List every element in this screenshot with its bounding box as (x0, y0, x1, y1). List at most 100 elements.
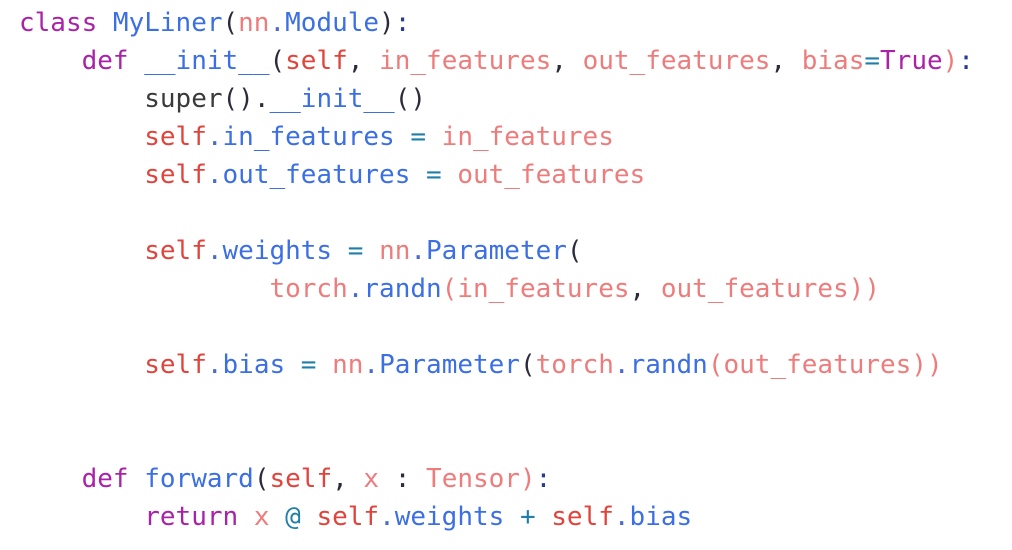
code-token: out_features (660, 274, 849, 304)
code-token: ( (253, 464, 270, 494)
code-token: def (81, 464, 145, 494)
code-token: self (144, 160, 207, 190)
code-token: weights (222, 236, 333, 266)
code-token: , (629, 274, 661, 304)
code-token: weights (394, 502, 505, 532)
code-token: , (551, 46, 583, 76)
code-token: self (144, 236, 207, 266)
code-token: Module (285, 8, 380, 38)
code-token: in_features (222, 122, 395, 152)
code-token: . (269, 8, 286, 38)
code-token: in_features (441, 122, 614, 152)
code-token: = (864, 46, 881, 76)
code-line (19, 194, 1012, 232)
code-token: super (144, 84, 223, 114)
code-token: self (269, 464, 333, 494)
code-token (19, 274, 269, 304)
code-token: . (613, 502, 630, 532)
code-token: ) (942, 46, 959, 76)
code-token (19, 464, 82, 494)
code-token: ( (269, 46, 286, 76)
code-token: @ (285, 502, 301, 532)
code-token: . (379, 502, 395, 532)
code-token: nn (238, 8, 270, 38)
code-token: out_features (222, 160, 411, 190)
code-token: )) (911, 350, 943, 380)
code-token: : (535, 464, 552, 494)
code-token: ( (707, 350, 724, 380)
code-token: = (426, 160, 442, 190)
code-token: . (206, 350, 223, 380)
code-token (363, 236, 379, 266)
code-token (316, 350, 332, 380)
code-token: forward (144, 464, 254, 494)
code-token (379, 464, 395, 494)
code-line (19, 422, 1012, 460)
code-token: : (958, 46, 974, 76)
code-token: self (551, 502, 614, 532)
code-token: self (144, 122, 207, 152)
code-line: return x @ self.weights + self.bias (19, 498, 1012, 536)
code-block[interactable]: class MyLiner(nn.Module): def __init__(s… (19, 4, 1012, 536)
code-token (285, 350, 301, 380)
code-token: , (332, 464, 364, 494)
code-token: ( (441, 274, 458, 304)
code-token: , (347, 46, 380, 76)
code-token: out_features (723, 350, 912, 380)
code-line (19, 384, 1012, 422)
code-token (19, 46, 82, 76)
code-token: self (316, 502, 380, 532)
code-token: . (363, 350, 380, 380)
code-token: . (347, 274, 364, 304)
code-token (19, 122, 144, 152)
code-token: () (394, 84, 427, 114)
code-line: self.in_features = in_features (19, 118, 1012, 156)
code-token: __init__ (269, 84, 395, 114)
code-token: ( (222, 8, 239, 38)
code-token (536, 502, 552, 532)
code-token (19, 350, 144, 380)
code-token: bias (222, 350, 286, 380)
code-token: randn (363, 274, 442, 304)
code-token: def (81, 46, 145, 76)
code-token (19, 84, 144, 114)
code-token: ( (566, 236, 583, 266)
code-token (19, 236, 144, 266)
code-line: self.weights = nn.Parameter( (19, 232, 1012, 270)
code-token: out_features (582, 46, 771, 76)
code-token: out_features (457, 160, 646, 190)
code-token: torch (535, 350, 614, 380)
code-token (301, 502, 317, 532)
code-token: . (410, 236, 427, 266)
code-line: torch.randn(in_features, out_features)) (19, 270, 1012, 308)
code-token: MyLiner (112, 8, 223, 38)
code-token (410, 464, 426, 494)
code-token: bias (629, 502, 693, 532)
code-token: Tensor (426, 464, 520, 494)
code-token (269, 502, 285, 532)
code-token: (). (222, 84, 270, 114)
code-line: class MyLiner(nn.Module): (19, 4, 1012, 42)
code-token: Parameter (426, 236, 567, 266)
code-token: = (300, 350, 317, 380)
code-token (19, 160, 144, 190)
code-token (504, 502, 520, 532)
code-token: __init__ (144, 46, 270, 76)
code-token (426, 122, 442, 152)
code-token: in_features (457, 274, 630, 304)
code-token: . (206, 160, 223, 190)
code-token: x (363, 464, 380, 494)
code-token: True (880, 46, 943, 76)
code-token: ) (519, 464, 536, 494)
code-line (19, 308, 1012, 346)
code-token: randn (629, 350, 708, 380)
code-token: Parameter (379, 350, 520, 380)
code-token: )) (848, 274, 880, 304)
code-token: return (144, 502, 254, 532)
code-token: bias (801, 46, 865, 76)
code-token (19, 502, 144, 532)
code-token: : (394, 8, 411, 38)
code-token: = (347, 236, 364, 266)
code-token (395, 122, 411, 152)
